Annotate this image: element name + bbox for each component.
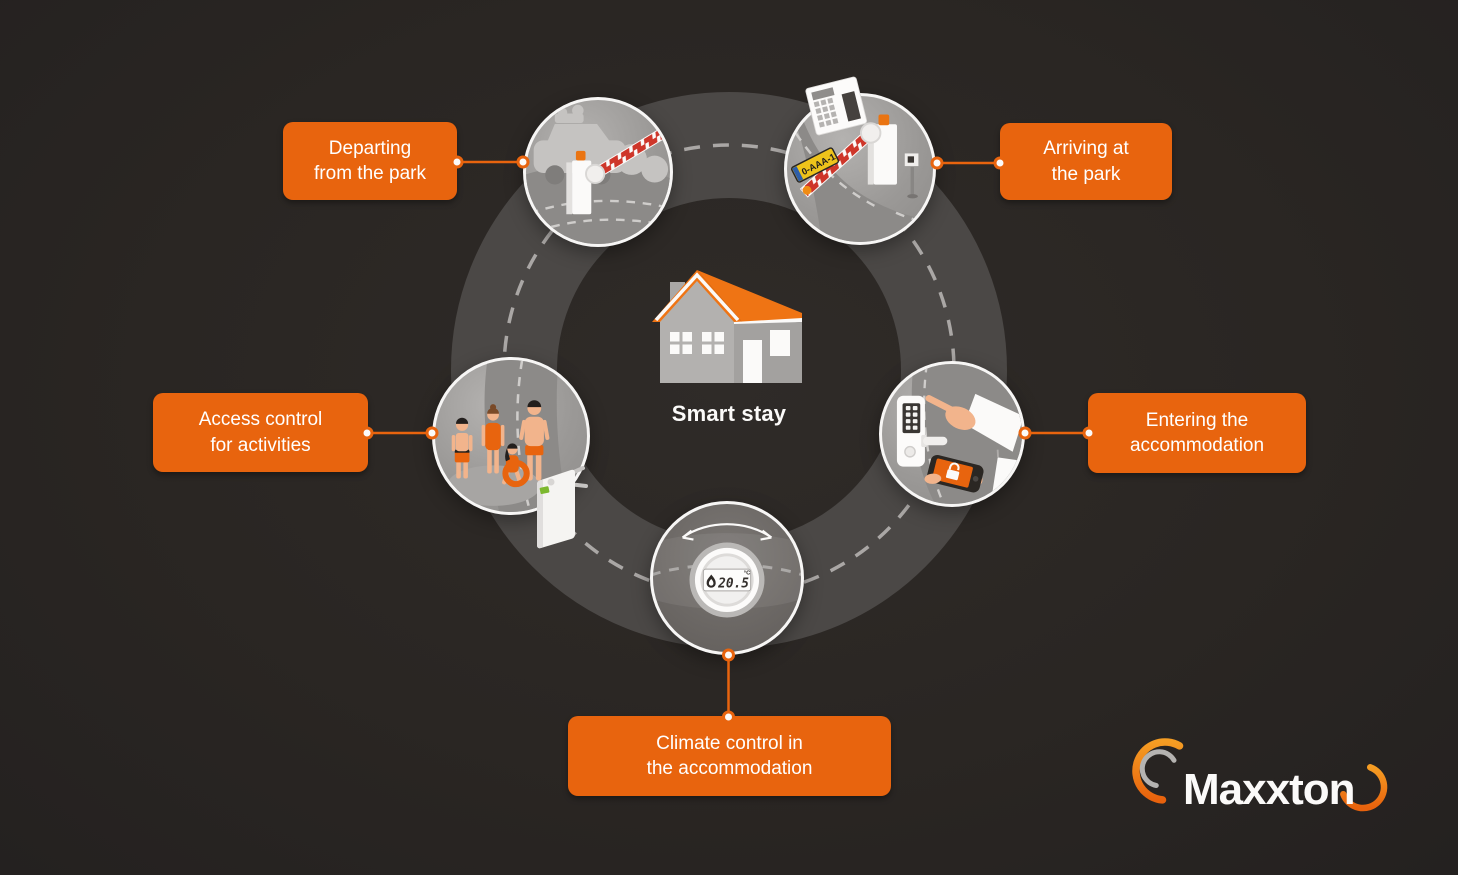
turnstile-indicator [539, 486, 550, 495]
barrier-lamp [878, 114, 890, 126]
logo-left-arc [1132, 738, 1184, 804]
thermostat-dial: 20.5 °C [689, 542, 765, 618]
flame-icon [706, 574, 716, 588]
label-climate-control: Climate control in the accommodation [568, 716, 891, 796]
rotate-arrows [681, 523, 773, 541]
house-icon [652, 270, 802, 383]
node-departing [523, 97, 673, 247]
lcd-display [702, 568, 752, 592]
label-entering: Entering the accommodation [1088, 393, 1306, 473]
maxxton-logo: Maxxton [1132, 738, 1388, 814]
roof-right [697, 270, 802, 322]
unlock-icon [945, 462, 960, 481]
temperature-unit: °C [744, 571, 751, 577]
camera-post [904, 153, 919, 199]
door [743, 340, 762, 383]
pointing-hand [925, 393, 1022, 452]
roof-trim [654, 272, 740, 322]
door-handle [923, 436, 948, 446]
label-access-control: Access control for activities [153, 393, 368, 472]
barrier-lamp [575, 150, 586, 161]
swim-ring [502, 459, 530, 488]
exit-barrier-car-icon [526, 104, 670, 244]
family-figures [451, 400, 550, 488]
node-climate: 20.5 °C [650, 501, 804, 655]
center-title: Smart stay [671, 401, 787, 426]
label-departing-text: Departing from the park [314, 137, 426, 184]
barrier-gate [566, 124, 670, 215]
temperature-value: 20.5 [717, 576, 749, 591]
family-turnstile-icon [447, 360, 569, 512]
keypad-card-icon [805, 76, 868, 136]
mother-figure [481, 404, 505, 474]
node-entering [879, 361, 1025, 507]
logo-inner-arc [1139, 749, 1177, 788]
label-climate-control-text: Climate control in the accommodation [646, 732, 813, 779]
label-departing: Departing from the park [283, 122, 457, 200]
smart-lock-phone-icon [896, 364, 1022, 504]
lock-keypad [902, 403, 921, 434]
label-arriving: Arriving at the park [1000, 123, 1172, 200]
boy-figure [451, 417, 473, 479]
label-arriving-text: Arriving at the park [1043, 138, 1129, 185]
turnstile-icon [537, 466, 588, 549]
girl-figure [502, 443, 530, 488]
road-band [526, 165, 670, 244]
logo-text: Maxxton [1183, 765, 1354, 814]
gable-wall [660, 281, 734, 383]
road-band [788, 97, 933, 242]
smart-door-lock [896, 395, 948, 467]
label-entering-text: Entering the accommodation [1129, 409, 1265, 456]
thermostat-icon: 20.5 °C [653, 523, 801, 618]
logo-right-arc [1340, 764, 1388, 812]
label-access-control-text: Access control for activities [198, 409, 323, 456]
smartphone [924, 454, 984, 493]
windows [670, 330, 790, 356]
